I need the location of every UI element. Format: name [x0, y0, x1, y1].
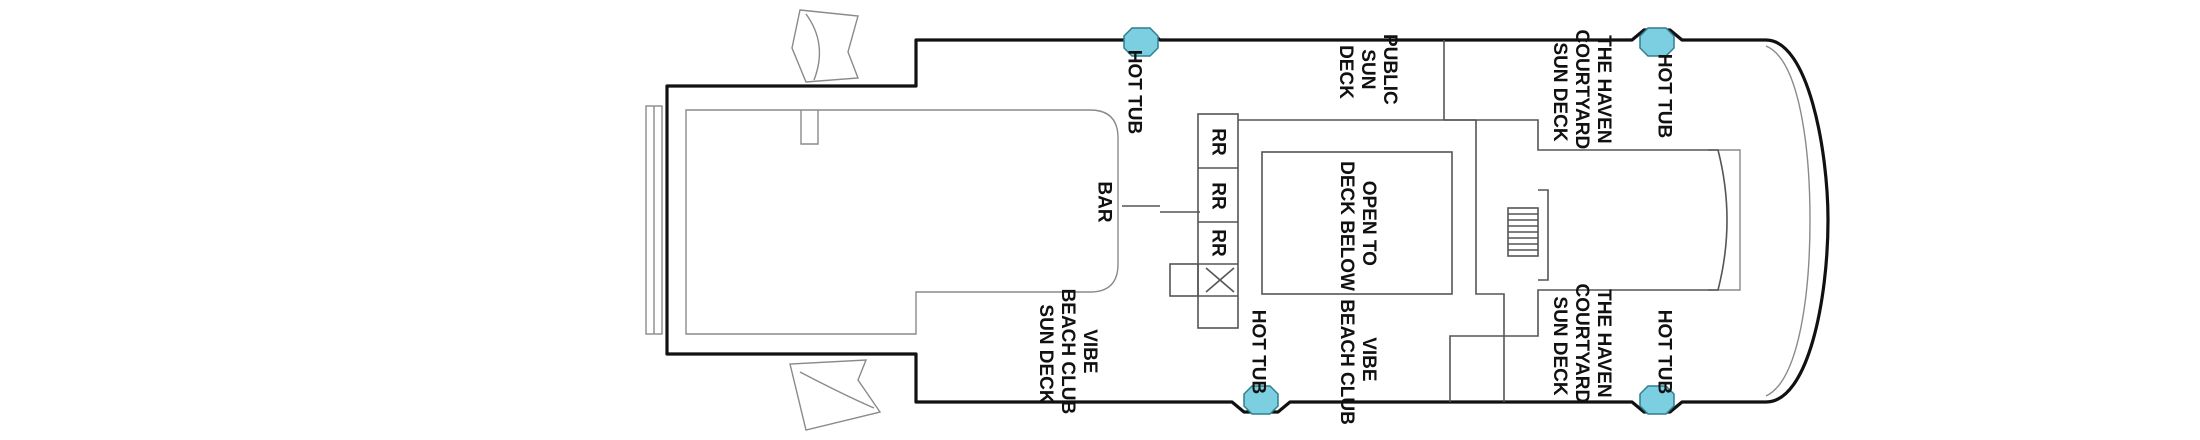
- hot-tub-aft-top-icon: [1123, 27, 1159, 57]
- restroom-column: [1169, 113, 1239, 329]
- hot-tub-fwd-top-icon: [1639, 27, 1675, 57]
- restroom-2-label: RR: [1208, 182, 1229, 210]
- public-sun-deck-label: PUBLIC SUN DECK: [1336, 34, 1401, 110]
- restroom-1-label: RR: [1208, 128, 1229, 156]
- hot-tub-mid-bottom-icon: [1243, 385, 1279, 415]
- hot-tubs: [1123, 27, 1675, 415]
- vibe-sun-deck-label: VIBE BEACH CLUB SUN DECK: [1036, 289, 1101, 420]
- aft-rail: [645, 105, 663, 335]
- bow-screen: [1708, 149, 1741, 291]
- haven-sun-deck-top-label: THE HAVEN COURTYARD SUN DECK: [1550, 30, 1615, 155]
- hot-tub-aft-top-label: HOT TUB: [1124, 50, 1145, 134]
- central-structures: [1122, 40, 1728, 402]
- vibe-beach-club-label: VIBE BEACH CLUB: [1337, 299, 1380, 425]
- aft-pool-deck: [685, 109, 1119, 335]
- bow-inner-rail: [1765, 45, 1811, 397]
- hot-tub-mid-bottom-label: HOT TUB: [1248, 310, 1269, 394]
- bar-label: BAR: [1094, 181, 1115, 222]
- tender-outlines: [789, 9, 882, 431]
- hot-tub-fwd-bottom-icon: [1639, 385, 1675, 415]
- stairway: [1507, 207, 1539, 257]
- restroom-3-label: RR: [1208, 229, 1229, 257]
- open-to-deck-below-label: OPEN TO DECK BELOW: [1337, 161, 1380, 291]
- hot-tub-fwd-bottom-label: HOT TUB: [1654, 310, 1675, 394]
- haven-sun-deck-bottom-label: THE HAVEN COURTYARD SUN DECK: [1550, 284, 1615, 409]
- hot-tub-fwd-top-label: HOT TUB: [1654, 54, 1675, 138]
